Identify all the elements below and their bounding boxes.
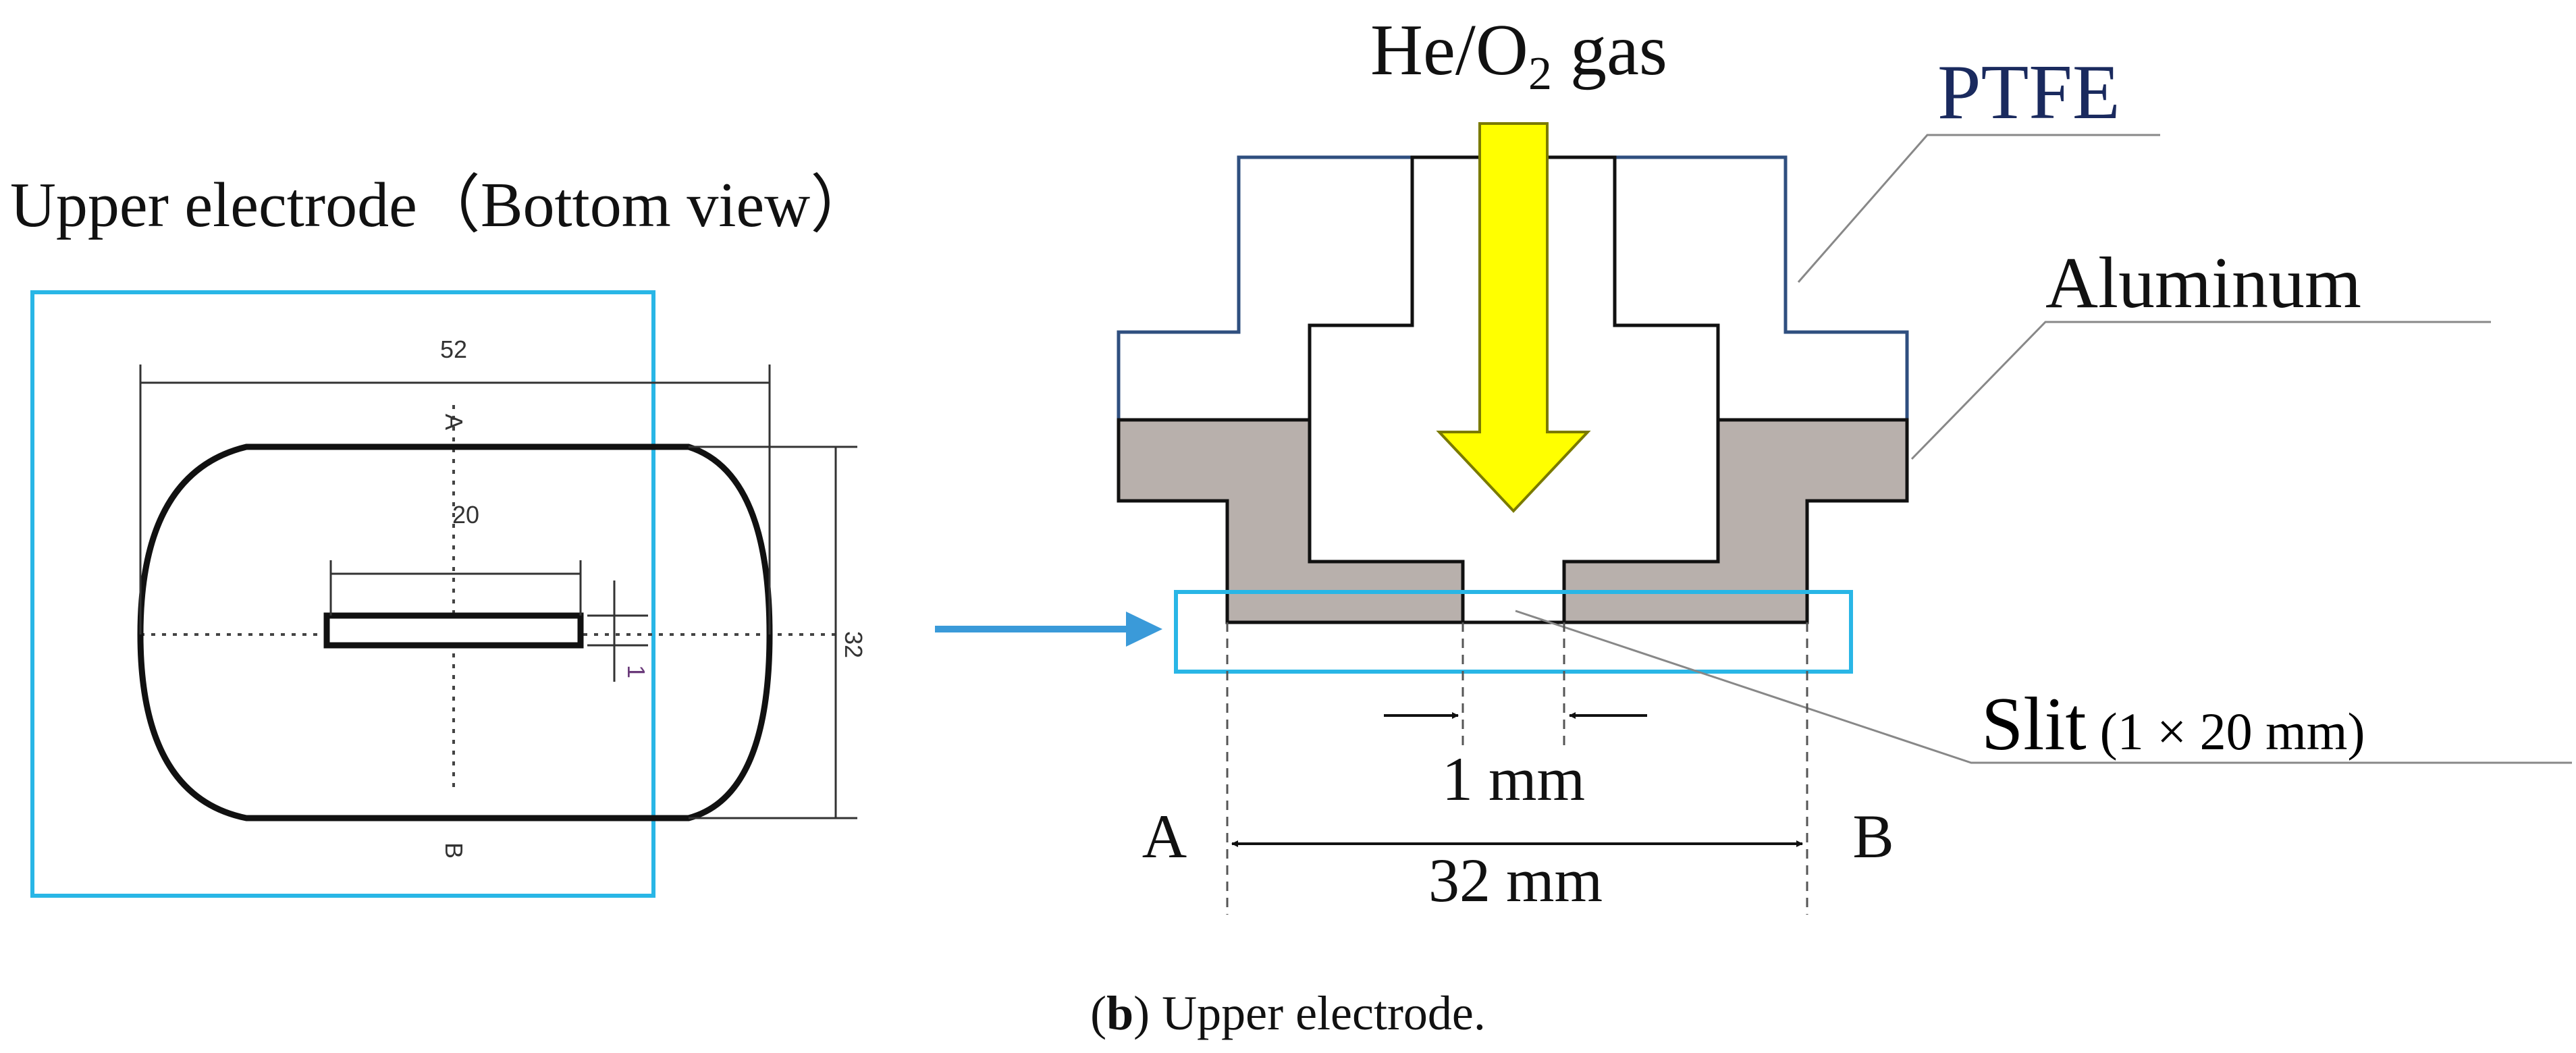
slit-rectangle (323, 612, 584, 649)
dim-slit-length-label: 20 (452, 501, 479, 529)
left-panel-title: Upper electrode（Bottom view） (10, 170, 874, 240)
left-panel-frame (30, 290, 655, 898)
section-label-a: A (1142, 802, 1187, 871)
dim-height-label: 32 (840, 631, 867, 658)
dim-width-label: 52 (440, 335, 467, 363)
electrode-outline (137, 443, 773, 821)
gas-flow-arrow (1436, 122, 1591, 513)
section-label-b: B (1852, 802, 1894, 871)
aluminum-label: Aluminum (2045, 243, 2361, 323)
figure-caption: (b) Upper electrode. (1090, 986, 1486, 1040)
ptfe-leader-line (1797, 134, 2160, 283)
aluminum-leader-line (1910, 321, 2491, 460)
ptfe-label: PTFE (1937, 49, 2120, 136)
dim-32mm-label: 32 mm (1428, 846, 1603, 915)
section-label-b-left: B (440, 842, 468, 859)
gas-label: He/O2 gas (1370, 10, 1667, 100)
connector-arrow-head (1126, 612, 1162, 647)
slit-highlight-box (1174, 590, 1853, 674)
dim-slit-width-label: 1 (622, 665, 650, 678)
dim-1mm-label: 1 mm (1442, 745, 1585, 813)
slit-label: Slit(1 × 20 mm) (1981, 682, 2365, 766)
slit-leader-line (1515, 610, 2572, 764)
section-label-a-left: A (440, 414, 468, 430)
